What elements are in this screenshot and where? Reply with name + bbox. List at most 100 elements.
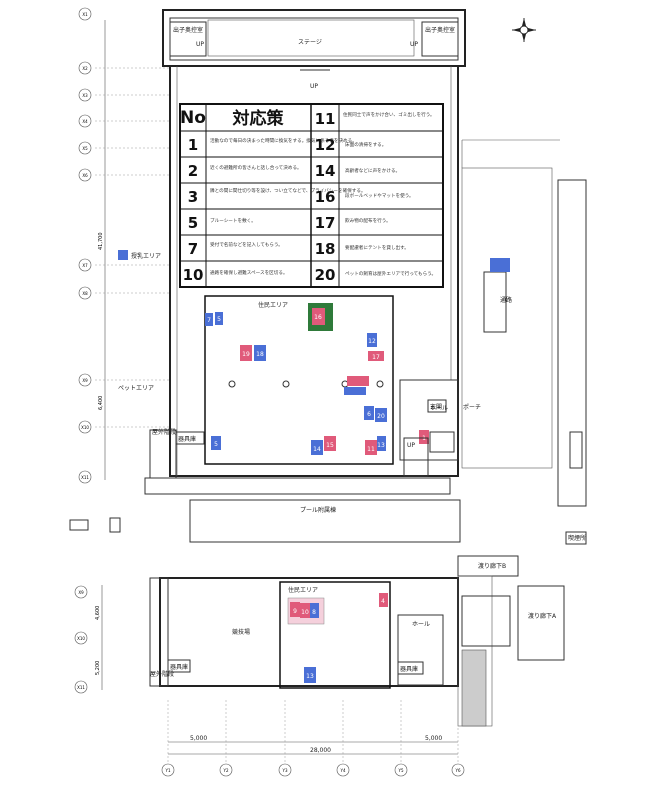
table-row-text: ペットの飼育は屋外エリアで行ってもらう。 [345,270,436,277]
tag [490,258,510,272]
side-note: 授乳エリア [131,252,161,260]
tag-label: 19 [242,351,250,358]
grid-axis-left-lower: X9 X10 X11 4,600 5,200 [74,585,103,694]
table-row-no: 18 [315,240,336,258]
side-note: ペットエリア [118,385,154,392]
table-row-no: 20 [315,266,336,284]
table-row-text: 要配慮者にテントを貸し出す。 [345,244,409,251]
table-row-text: 床面の清掃をする。 [345,141,386,148]
main-hall: UP [169,65,459,477]
table-row-no: 7 [188,240,198,258]
axis-label: X5 [82,146,88,151]
tag [364,406,374,420]
room-label: 玄関 [430,403,442,411]
room-label: 渡り廊下A [528,612,557,620]
room-label: 器具庫 [178,435,196,443]
tag [215,312,223,325]
dimension-lower: 5,000 28,000 5,000 Y1 Y2 Y3 Y4 Y5 Y6 [161,700,465,777]
tag-label: 13 [377,442,385,449]
residents-area-lower: 住民エリア [279,581,391,689]
tag [377,436,386,451]
tag [419,430,429,444]
table-row-text: 通路を確保し避難スペースを区切る。 [210,269,288,276]
table-row-text: 高齢者などに声をかける。 [345,167,400,174]
dimension-label: 5,200 [95,661,101,675]
tag [375,408,387,422]
side-note: 喫煙所 [568,534,586,542]
tag-label: 12 [368,338,376,345]
grid-axis-left: X1 X2 X3 X4 X5 X6 X7 X8 X9 X10 X11 [78,7,92,484]
dimension-label: 6,400 [98,396,104,410]
table-row-no: 5 [188,214,198,232]
up-label: UP [310,83,318,90]
tag-label: 13 [306,673,314,680]
dimension-label: 4,600 [95,606,101,620]
tag-label: 16 [314,314,322,321]
tag [324,436,336,451]
tag [290,602,300,617]
dimension-label: 5,000 [190,735,207,742]
tag-label: 4 [381,598,385,605]
axis-label: X3 [82,93,88,98]
axis-label: X8 [82,291,88,296]
tag-label: 18 [256,351,264,358]
dimension-label: 28,000 [310,747,331,754]
axis-label: Y2 [223,768,229,773]
measures-table: No 対応策 11 住民同士で声をかけ合い、ゴミ出しを行う。 1 活動なので毎日… [179,103,444,288]
tag-label: 15 [326,442,334,449]
tag-label: 20 [377,413,385,420]
axis-label: Y5 [398,768,404,773]
axis-label: X6 [82,173,88,178]
room-label: 出子奥控室 [425,26,455,34]
axis-label: X9 [78,590,84,595]
room-label: 屋外階段 [152,428,176,436]
tag-label: 6 [367,411,371,418]
measure-tags-upper: 7 5 16 19 18 12 17 6 20 5 14 15 11 13 1 [205,308,429,455]
tag-label: 11 [367,446,375,453]
table-row-no: 2 [188,162,198,180]
entrance-block: ホール 玄関 ポーチ UP [399,379,481,477]
table-row-no: 14 [315,162,336,180]
up-label: UP [407,442,415,449]
table-row-no: 1 [188,136,198,154]
tag [367,333,377,347]
tag-label: 17 [372,354,380,361]
table-row-text: ブルーシートを敷く。 [210,217,256,224]
axis-label: X10 [77,636,85,641]
up-label: UP [410,41,418,48]
tag [304,667,316,683]
table-row-text: 隣との間に間仕切り等を設け、つい立てなどで、プライバシーを確保する。 [210,187,366,194]
tag [347,376,369,386]
table-row-text: 飲み物の配布を行う。 [345,217,391,224]
tag [312,308,325,325]
tag-label: 7 [207,317,211,324]
table-row-text: 受付で名前などを記入してもらう。 [210,241,283,248]
tag-label: 9 [293,608,297,615]
axis-label: X7 [82,263,88,268]
measure-tags-lower: 9 10 8 4 13 [290,593,388,683]
table-row-no: 16 [315,188,336,206]
room-label: ホール [412,621,430,628]
tag [311,440,323,455]
table-header-title: 対応策 [232,108,285,129]
axis-label: X2 [82,66,88,71]
tag [365,440,377,455]
room-label: 器具庫 [400,665,418,673]
tag [300,603,310,618]
tag [310,603,319,618]
tag [211,436,221,450]
axis-label: X11 [77,685,85,690]
room-label: 器具庫 [170,663,188,671]
room-label: ポーチ [463,403,481,411]
tag-label: 8 [312,609,316,616]
room-label: 屋外階段 [150,670,174,678]
axis-label: Y6 [455,768,461,773]
tag-label: 5 [214,441,218,448]
room-label: 渡り廊下B [478,562,506,570]
tag-label: 5 [217,316,221,323]
tag-label: 10 [301,609,309,616]
room-label: ホール [430,405,448,412]
table-row-text: 住民同士で声をかけ合い、ゴミ出しを行う。 [343,111,435,118]
table-row-text: 近くの避難所の皆さんと話し合って決める。 [210,164,302,171]
